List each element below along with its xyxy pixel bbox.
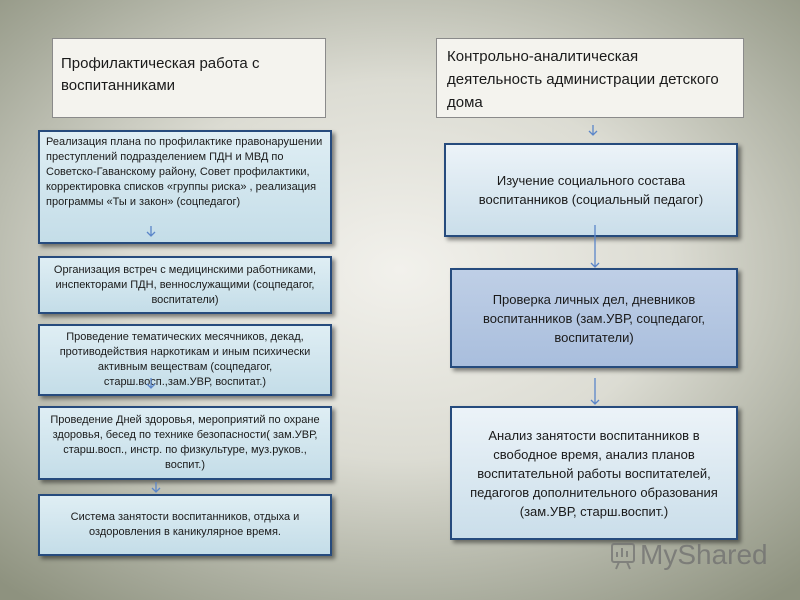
meetings-box: Организация встреч с медицинскими работн… [38,256,332,314]
prevention-plan-text: Реализация плана по профилактике правона… [46,136,323,208]
prevention-plan-box: Реализация плана по профилактике правона… [38,130,332,244]
right-header: Контрольно-аналитическая деятельность ад… [436,38,744,118]
employment-analysis-box: Анализ занятости воспитанников в свободн… [450,406,738,540]
left-header: Профилактическая работа с воспитанниками [52,38,326,118]
watermark-text: MyShared [640,539,768,570]
leisure-system-text: Система занятости воспитанников, отдыха … [70,511,300,538]
thematic-months-text: Проведение тематических месячников, дека… [59,331,311,388]
long-arrow-down-icon [590,378,600,405]
thematic-months-box: Проведение тематических месячников, дека… [38,324,332,396]
health-days-text: Проведение Дней здоровья, мероприятий по… [50,414,320,471]
myshared-logo: MyShared [611,539,768,570]
arrow-down-icon [146,378,156,389]
social-study-text: Изучение социального состава воспитанник… [478,173,704,207]
meetings-text: Организация встреч с медицинскими работн… [53,263,317,306]
long-arrow-down-icon [590,225,600,268]
social-study-box: Изучение социального состава воспитанник… [444,143,738,237]
health-days-box: Проведение Дней здоровья, мероприятий по… [38,406,332,480]
left-header-text: Профилактическая работа с воспитанниками [61,55,260,94]
records-check-box: Проверка личных дел, дневников воспитанн… [450,268,738,368]
arrow-down-icon [146,226,156,237]
leisure-system-box: Система занятости воспитанников, отдыха … [38,494,332,556]
records-check-text: Проверка личных дел, дневников воспитанн… [482,291,706,345]
arrow-down-icon [151,482,161,493]
right-header-text: Контрольно-аналитическая деятельность ад… [447,48,719,111]
employment-analysis-text: Анализ занятости воспитанников в свободн… [470,427,718,519]
arrow-down-icon [588,125,598,136]
